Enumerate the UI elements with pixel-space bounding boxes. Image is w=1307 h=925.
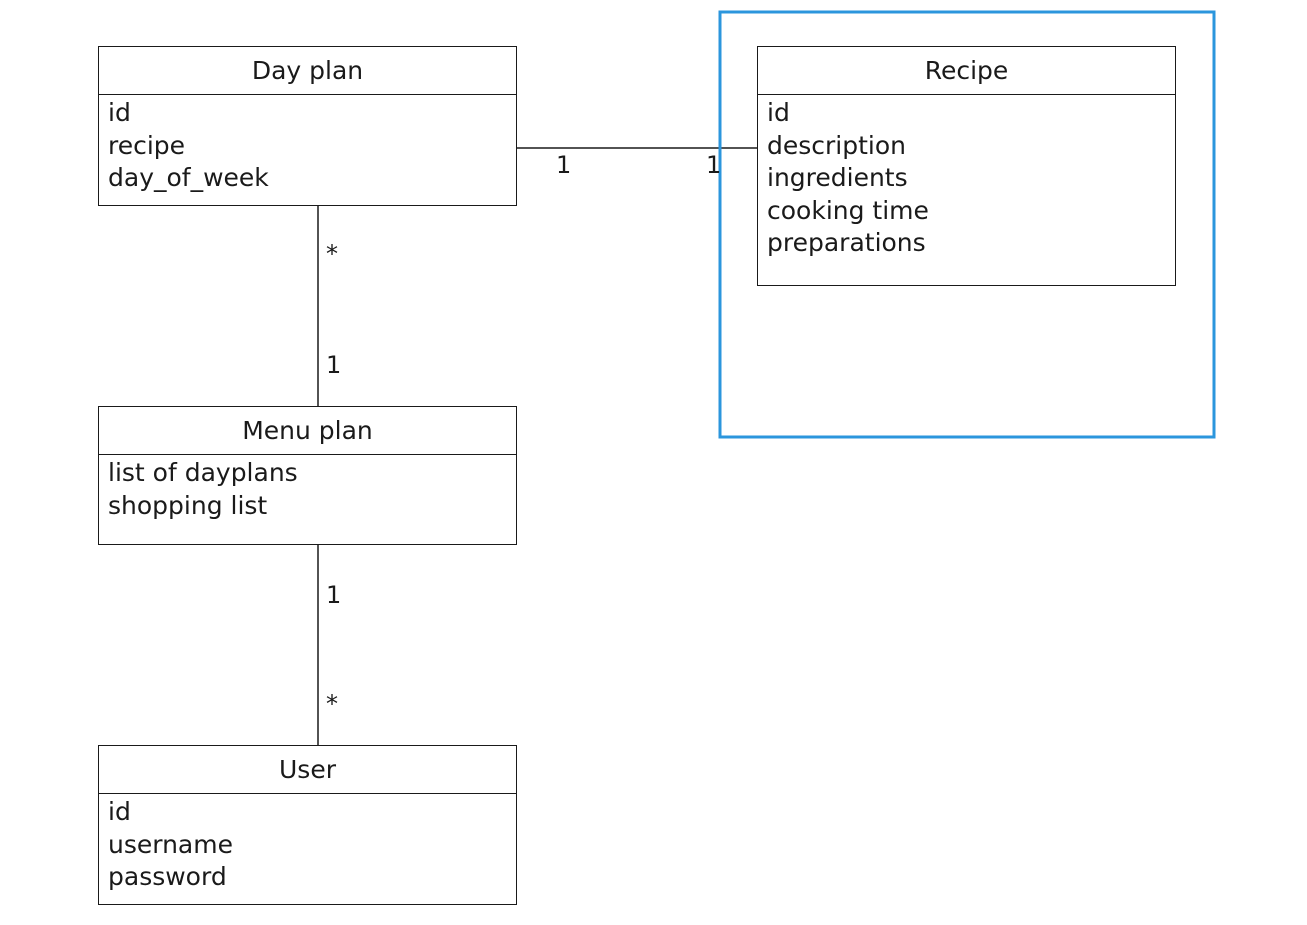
class-user-attributes: id username password	[99, 794, 516, 894]
attribute-id: id	[108, 797, 131, 826]
class-menu-plan-attributes: list of dayplans shopping list	[99, 455, 516, 522]
attribute-password: password	[108, 862, 227, 891]
class-day-plan[interactable]: Day plan id recipe day_of_week	[98, 46, 517, 206]
selection-frame[interactable]	[718, 10, 1216, 439]
multiplicity-menuplan-to-user: 1	[326, 581, 342, 609]
multiplicity-dayplan-to-menuplan: *	[326, 240, 338, 268]
class-day-plan-attributes: id recipe day_of_week	[99, 95, 516, 195]
class-menu-plan-name: Menu plan	[99, 407, 516, 455]
attribute-id: id	[767, 98, 790, 127]
class-recipe[interactable]: Recipe id description ingredients cookin…	[757, 46, 1176, 286]
attribute-day-of-week: day_of_week	[108, 163, 269, 192]
class-user-name: User	[99, 746, 516, 794]
class-recipe-name: Recipe	[758, 47, 1175, 95]
attribute-shopping-list: shopping list	[108, 490, 268, 520]
attribute-username: username	[108, 829, 233, 859]
attribute-cooking-time: cooking time	[767, 195, 929, 225]
class-day-plan-name: Day plan	[99, 47, 516, 95]
multiplicity-recipe-to-dayplan: 1	[706, 151, 722, 179]
class-menu-plan[interactable]: Menu plan list of dayplans shopping list	[98, 406, 517, 545]
attribute-recipe: recipe	[108, 130, 186, 160]
attribute-list-of-dayplans: list of dayplans	[108, 458, 298, 487]
class-recipe-attributes: id description ingredients cooking time …	[758, 95, 1175, 260]
attribute-description: description	[767, 130, 907, 160]
attribute-ingredients: ingredients	[767, 163, 908, 192]
multiplicity-menuplan-to-dayplan: 1	[326, 351, 342, 379]
multiplicity-dayplan-to-recipe: 1	[556, 151, 572, 179]
class-user[interactable]: User id username password	[98, 745, 517, 905]
attribute-preparations: preparations	[767, 228, 926, 257]
multiplicity-user-to-menuplan: *	[326, 690, 338, 718]
attribute-id: id	[108, 98, 131, 127]
